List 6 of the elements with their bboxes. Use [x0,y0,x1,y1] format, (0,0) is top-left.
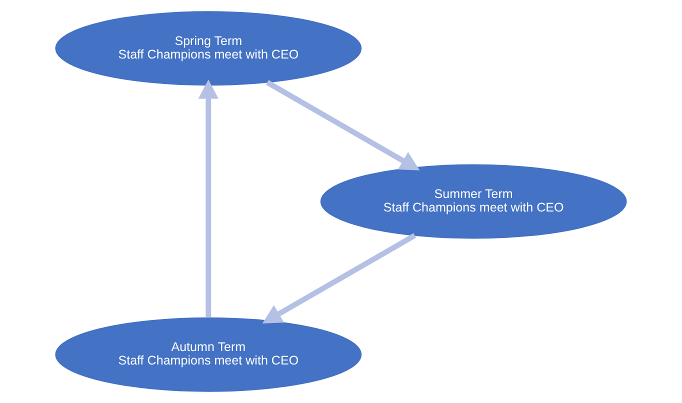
node-ellipse: Autumn Term Staff Champions meet with CEO [55,317,362,392]
arrow [262,233,416,324]
arrow [198,79,219,318]
node-ellipse: Spring Term Staff Champions meet with CEO [55,11,362,86]
node-ellipse: Summer Term Staff Champions meet with CEO [320,164,627,239]
arrow [266,80,420,170]
